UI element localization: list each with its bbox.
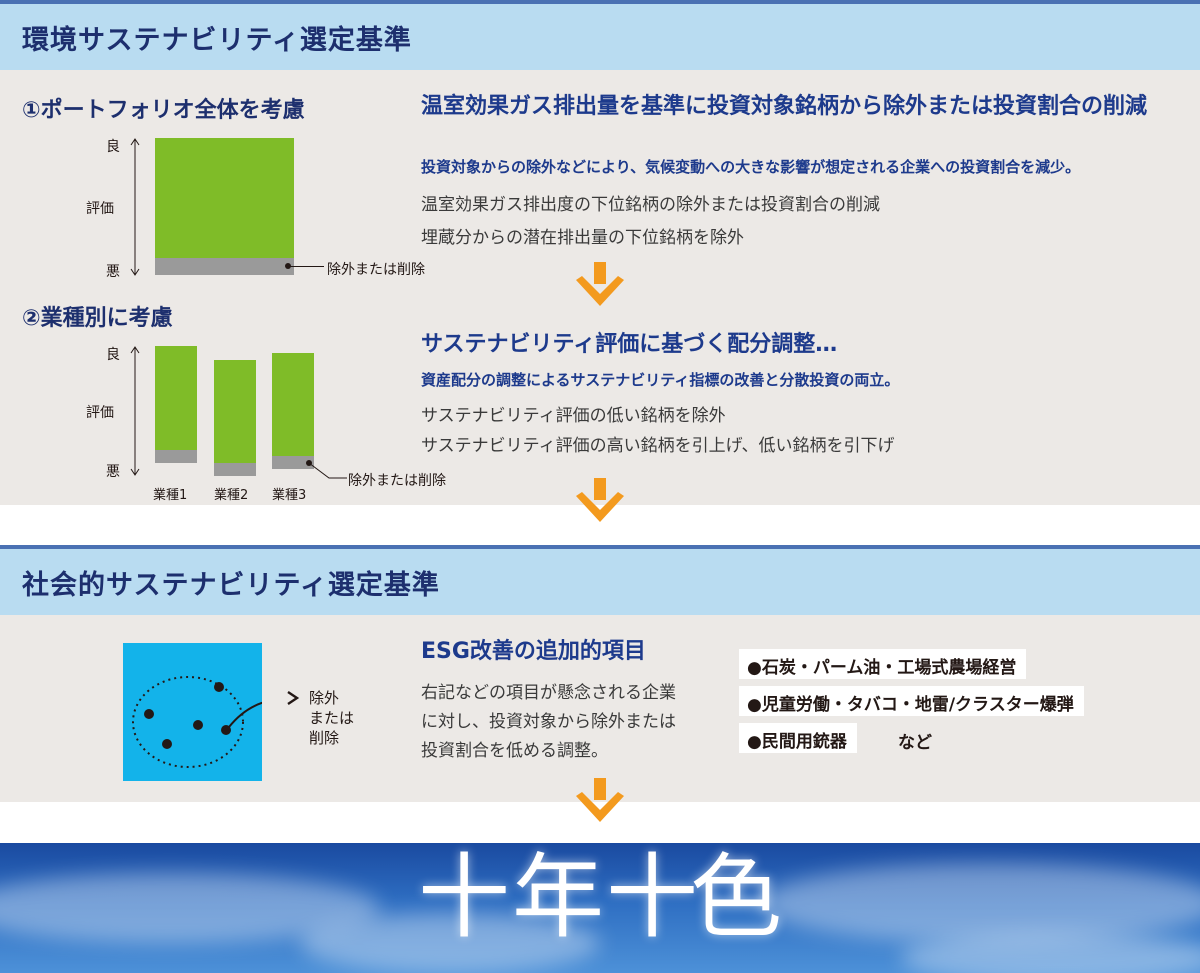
- industry1-excluded-segment: [155, 450, 197, 463]
- exclusion-diagram: [123, 643, 262, 781]
- axis-bad-label: 悪: [106, 264, 120, 280]
- social-section-header: 社会的サステナビリティ選定基準: [0, 549, 1200, 615]
- exclude-label: 除外または削除: [348, 473, 446, 489]
- logo-character: 年: [512, 844, 605, 951]
- axis-arrow-icon: [130, 346, 140, 476]
- exclusion-item: ●民間用銃器: [739, 723, 857, 753]
- top-rule: [0, 0, 1200, 4]
- portfolio-circle-icon: [132, 676, 262, 768]
- arrow-down-icon: [576, 778, 624, 822]
- portfolio-body-line: 温室効果ガス排出度の下位銘柄の除外または投資割合の削減: [421, 195, 880, 215]
- industry2-bar: [214, 360, 256, 463]
- arrow-down-icon: [576, 478, 624, 522]
- logo-character: 十: [606, 844, 699, 951]
- industry3-excluded-segment: [272, 456, 314, 469]
- industry1-bar: [155, 346, 197, 450]
- axis-good-label: 良: [106, 139, 120, 155]
- leader-line: [309, 462, 347, 479]
- industry-title: ②業種別に考慮: [22, 306, 173, 331]
- items-suffix: など: [898, 733, 932, 753]
- axis-arrow-icon: [130, 138, 140, 276]
- arrow-down-icon: [576, 262, 624, 306]
- cloud: [900, 933, 1200, 973]
- social-section-title: 社会的サステナビリティ選定基準: [22, 570, 440, 601]
- logo-character: 色: [690, 844, 783, 951]
- portfolio-headline: 温室効果ガス排出量を基準に投資対象銘柄から除外または投資割合の削減: [421, 94, 1148, 119]
- social-body-line: 右記などの項目が懸念される企業: [421, 683, 676, 703]
- industry-label: 業種2: [214, 488, 249, 503]
- industry3-bar: [272, 353, 314, 456]
- industry-label: 業種3: [272, 488, 307, 503]
- leader-line: [288, 266, 324, 267]
- diagram-label-line: 削除: [309, 729, 340, 747]
- exclusion-item: ●児童労働・タバコ・地雷/クラスター爆弾: [739, 686, 1084, 716]
- portfolio-bar: [155, 138, 294, 258]
- social-headline: ESG改善の追加的項目: [421, 639, 646, 664]
- portfolio-title: ①ポートフォリオ全体を考慮: [22, 98, 305, 123]
- industry-body-line: サステナビリティ評価の低い銘柄を除外: [421, 406, 726, 426]
- portfolio-body-line: 埋蔵分からの潜在排出量の下位銘柄を除外: [421, 228, 744, 248]
- exclude-arrow-icon: [287, 691, 300, 705]
- diagram-label-line: 除外: [309, 689, 340, 707]
- industry-body-line: サステナビリティ評価の高い銘柄を引上げ、低い銘柄を引下げ: [421, 436, 895, 456]
- portfolio-excluded-segment: [155, 258, 294, 275]
- section-divider: [0, 545, 1200, 549]
- axis-bad-label: 悪: [106, 464, 120, 480]
- cloud: [300, 913, 600, 973]
- industry-label: 業種1: [153, 488, 188, 503]
- industry2-excluded-segment: [214, 463, 256, 476]
- cloud: [760, 863, 1200, 943]
- axis-rating-label: 評価: [86, 201, 114, 217]
- cloud: [0, 873, 380, 943]
- portfolio-subline: 投資対象からの除外などにより、気候変動への大きな影響が想定される企業への投資割合…: [421, 158, 1081, 176]
- env-section-title: 環境サステナビリティ選定基準: [22, 25, 412, 56]
- industry-subline: 資産配分の調整によるサステナビリティ指標の改善と分散投資の両立。: [421, 371, 900, 389]
- industry-headline: サステナビリティ評価に基づく配分調整…: [421, 332, 838, 357]
- social-body-line: に対し、投資対象から除外または: [421, 712, 676, 732]
- logo-character: 十: [418, 844, 511, 951]
- social-body-line: 投資割合を低める調整。: [421, 741, 608, 761]
- axis-good-label: 良: [106, 347, 120, 363]
- sky-banner: 十 年 十 色: [0, 843, 1200, 973]
- exclusion-item: ●石炭・パーム油・工場式農場経営: [739, 649, 1027, 679]
- axis-rating-label: 評価: [86, 405, 114, 421]
- diagram-label-line: または: [309, 709, 355, 727]
- exclude-label: 除外または削除: [327, 262, 425, 278]
- env-section-header: 環境サステナビリティ選定基準: [0, 4, 1200, 70]
